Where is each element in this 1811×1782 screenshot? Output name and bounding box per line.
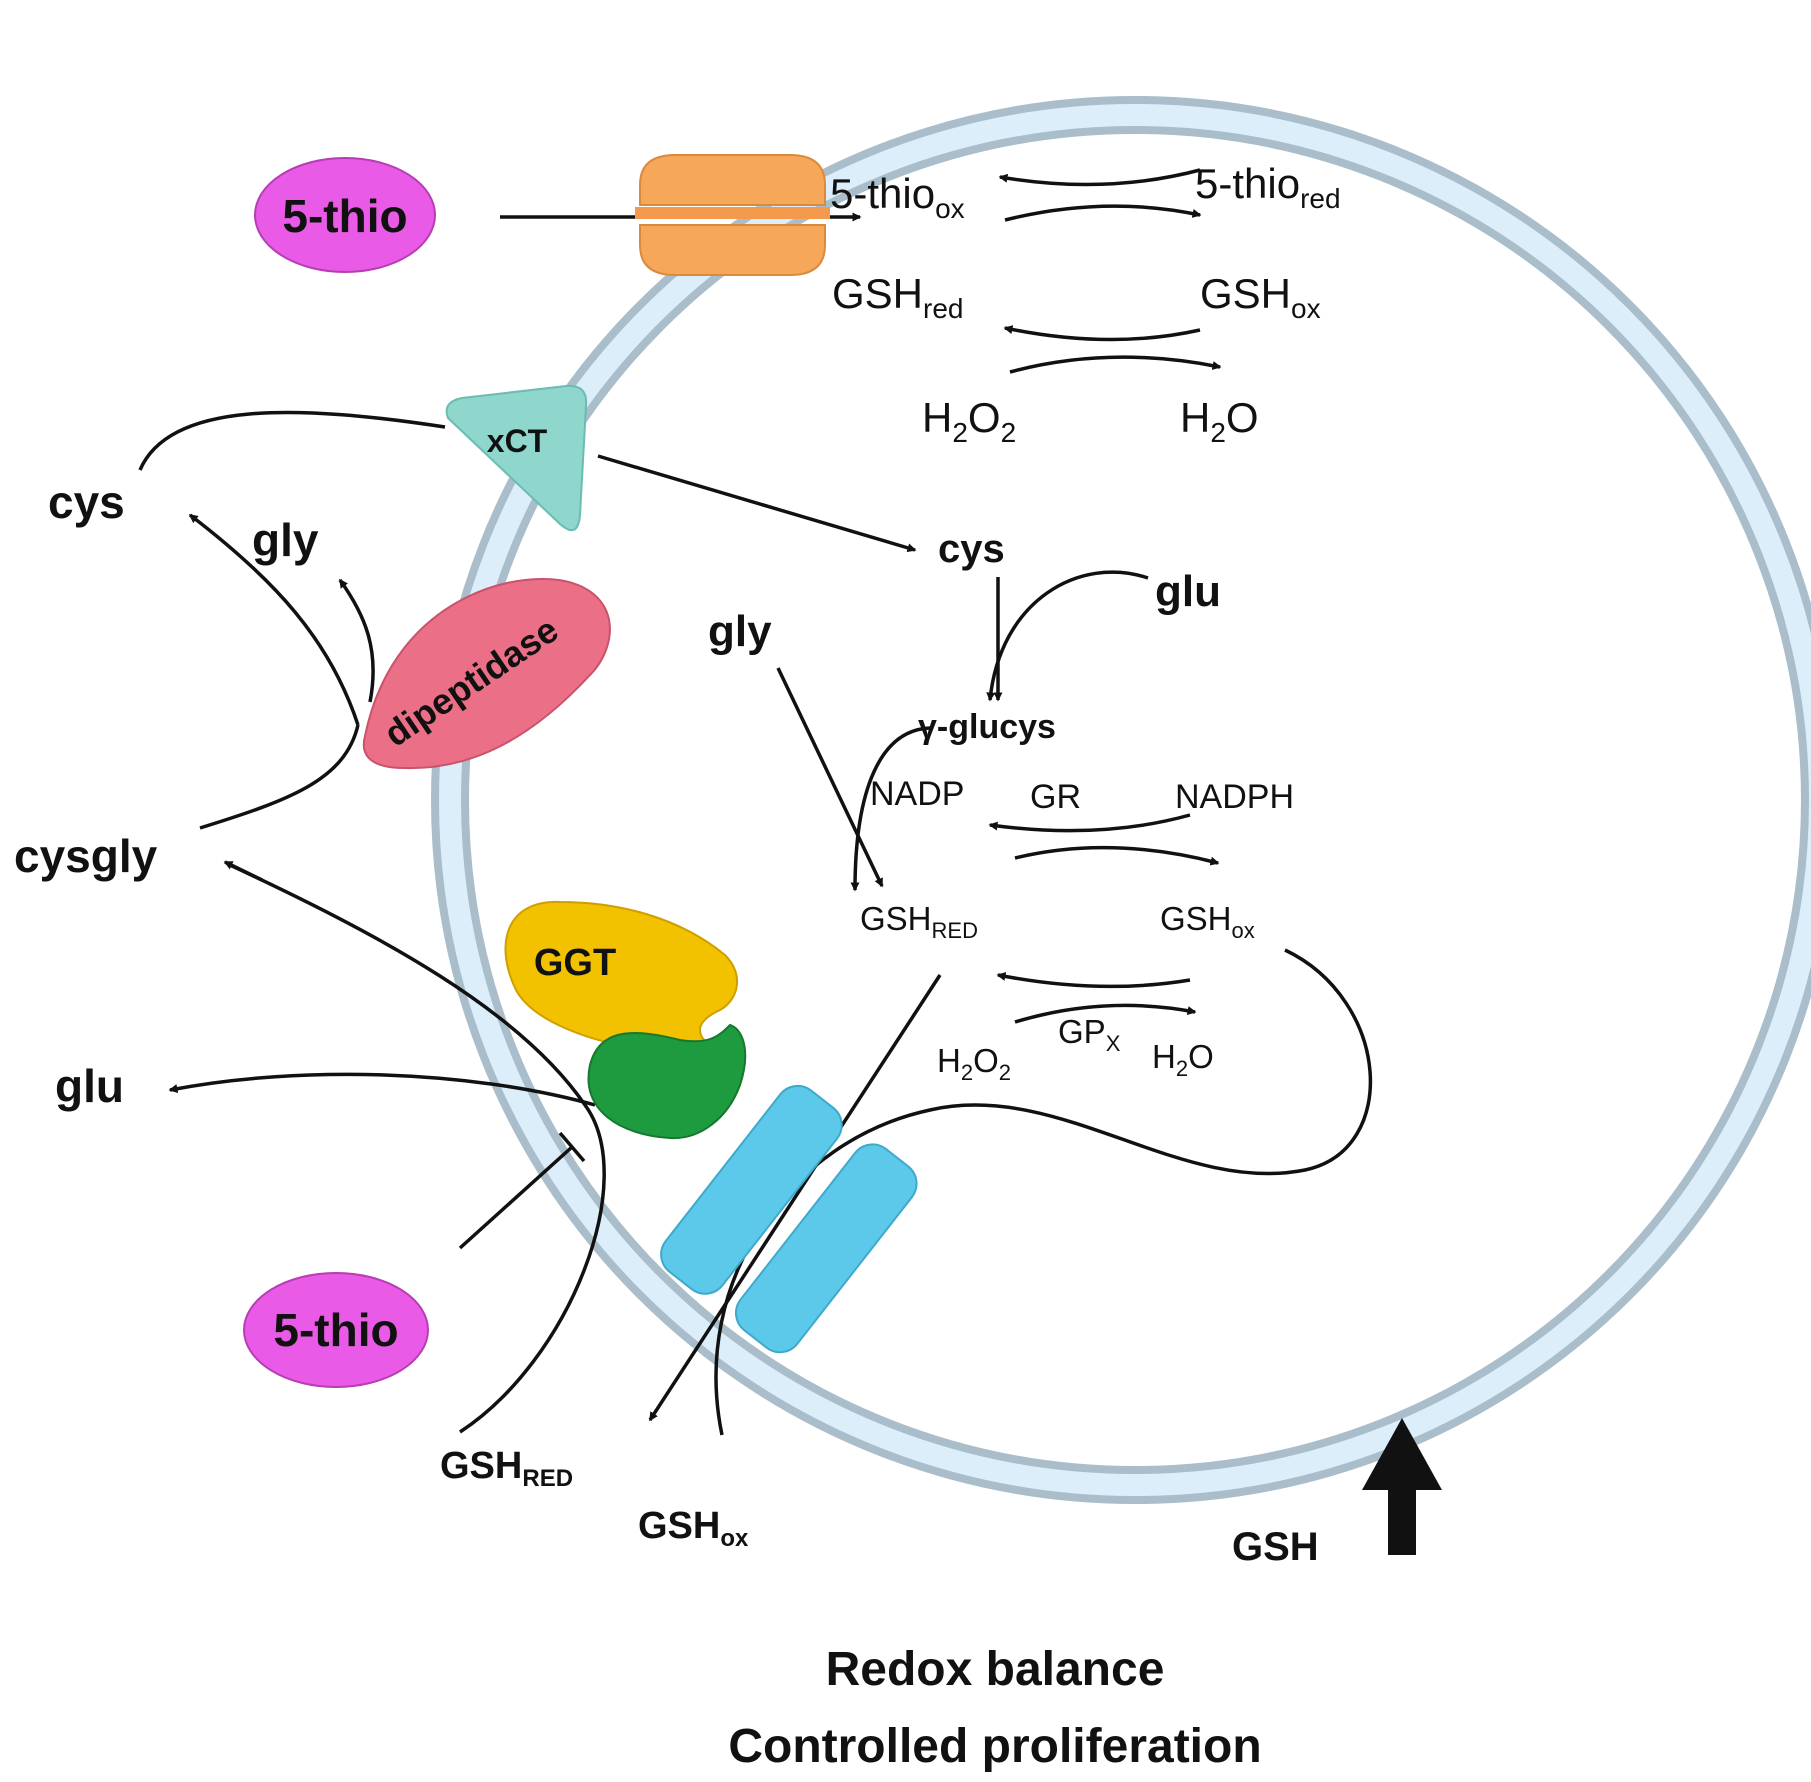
h2o2-to-h2o-top-arrow	[1009, 355, 1222, 374]
thio-inhibition-line	[458, 1145, 574, 1250]
outside-gly-label: gly	[252, 514, 319, 566]
enzyme-subunit-icon	[587, 1023, 747, 1140]
cysgly-to-dipeptidase-line	[199, 724, 360, 830]
gpx-label: GPX	[1058, 1013, 1121, 1056]
caption-line-1: Redox balance	[826, 1643, 1165, 1696]
caption-line-2: Controlled proliferation	[728, 1720, 1261, 1773]
dipeptidase-to-cys-arrow	[188, 513, 360, 726]
thio-red-to-ox-arrow	[998, 168, 1201, 187]
gsh-red-efflux-arrow	[648, 974, 942, 1422]
transporter-icon	[635, 154, 830, 276]
gly-to-gsh-arrow	[776, 667, 884, 888]
xct-label: xCT	[487, 423, 548, 459]
ggt-to-cysgly-arrowhead	[223, 860, 263, 882]
arrow-up-icon	[1362, 1418, 1442, 1555]
dipeptidase-to-gly-arrow	[338, 578, 375, 703]
gsh-red-ggt-curve	[229, 863, 606, 1434]
drug-top-label: 5-thio	[282, 190, 407, 242]
cell-membrane	[431, 96, 1811, 1504]
drug-bottom: 5-thio	[243, 1272, 429, 1388]
outside-gsh-red-label: GSHRED	[440, 1445, 573, 1492]
h2o2-to-h2o-gpx-arrow	[1014, 1003, 1197, 1024]
inside-gly-label: gly	[708, 607, 772, 656]
xct-inflow-line	[138, 410, 446, 471]
drug-bottom-ellipse	[243, 1272, 429, 1388]
outside-cysgly-label: cysgly	[14, 830, 158, 882]
inside-cys-label: cys	[938, 527, 1005, 571]
thio-inhibition-bar	[558, 1131, 586, 1163]
thio-ox-to-red-arrow	[1004, 204, 1202, 222]
h2o2-bottom-label: H2O2	[937, 1042, 1011, 1085]
glucys-to-gsh-arrow	[850, 726, 931, 892]
gr-label: GR	[1030, 778, 1081, 816]
dipeptidase-shape	[362, 578, 611, 770]
transporter-mid-band	[635, 207, 830, 219]
nadp-to-nadph-arrow	[1014, 845, 1220, 866]
h2o-bottom-label: H2O	[1152, 1038, 1214, 1081]
ggt-label: GGT	[534, 942, 616, 984]
gsh-increase-label: GSH	[1232, 1525, 1319, 1569]
thio-ox-label: 5-thioox	[830, 170, 965, 224]
ggt-to-glu-arrow	[168, 1072, 596, 1107]
membrane-inner-band	[439, 104, 1811, 1496]
nadp-label: NADP	[870, 775, 964, 813]
gsh-ox-top-label: GSHox	[1200, 270, 1321, 324]
outside-glu-label: glu	[55, 1060, 124, 1112]
arrows	[138, 168, 1373, 1436]
h2o2-top-label: H2O2	[922, 394, 1016, 448]
gsh-red-top-label: GSHred	[832, 270, 963, 324]
drug-bottom-label: 5-thio	[273, 1304, 398, 1356]
channel-subunit-left	[660, 1084, 843, 1295]
h2o-top-label: H2O	[1180, 394, 1259, 448]
outside-gsh-ox-label: GSHox	[638, 1505, 749, 1552]
nadph-label: NADPH	[1175, 778, 1294, 816]
gsh-ox-mid-label: GSHox	[1160, 900, 1255, 943]
transporter-top-half	[639, 154, 826, 206]
outside-cys-label: cys	[48, 476, 125, 528]
gsh-ox-to-red-gpx-arrow	[996, 972, 1191, 989]
antiporter-icon: xCT	[445, 384, 588, 532]
glu-to-glucys-arrow	[986, 570, 1149, 702]
inside-glu-label: glu	[1155, 567, 1221, 616]
thio-red-label: 5-thiored	[1195, 160, 1341, 214]
gsh-red-mid-label: GSHRED	[860, 900, 978, 943]
gsh-ox-to-red-gr-arrow	[988, 813, 1191, 833]
xct-cys-influx-arrow	[597, 454, 917, 553]
enzyme-icon-ggt: GGT	[504, 900, 747, 1140]
enzyme-icon-dipeptidase: dipeptidase	[362, 578, 611, 770]
glucys-label: γ-glucys	[918, 708, 1056, 746]
gsh-ox-to-red-top-arrow	[1003, 325, 1201, 342]
gsh-ox-efflux-arrow	[714, 948, 1373, 1436]
drug-top: 5-thio	[254, 157, 436, 273]
xct-shape	[445, 384, 588, 532]
drug-top-ellipse	[254, 157, 436, 273]
channel-icon	[660, 1084, 918, 1354]
channel-subunit-right	[734, 1143, 918, 1354]
transporter-bottom-half	[639, 224, 826, 276]
